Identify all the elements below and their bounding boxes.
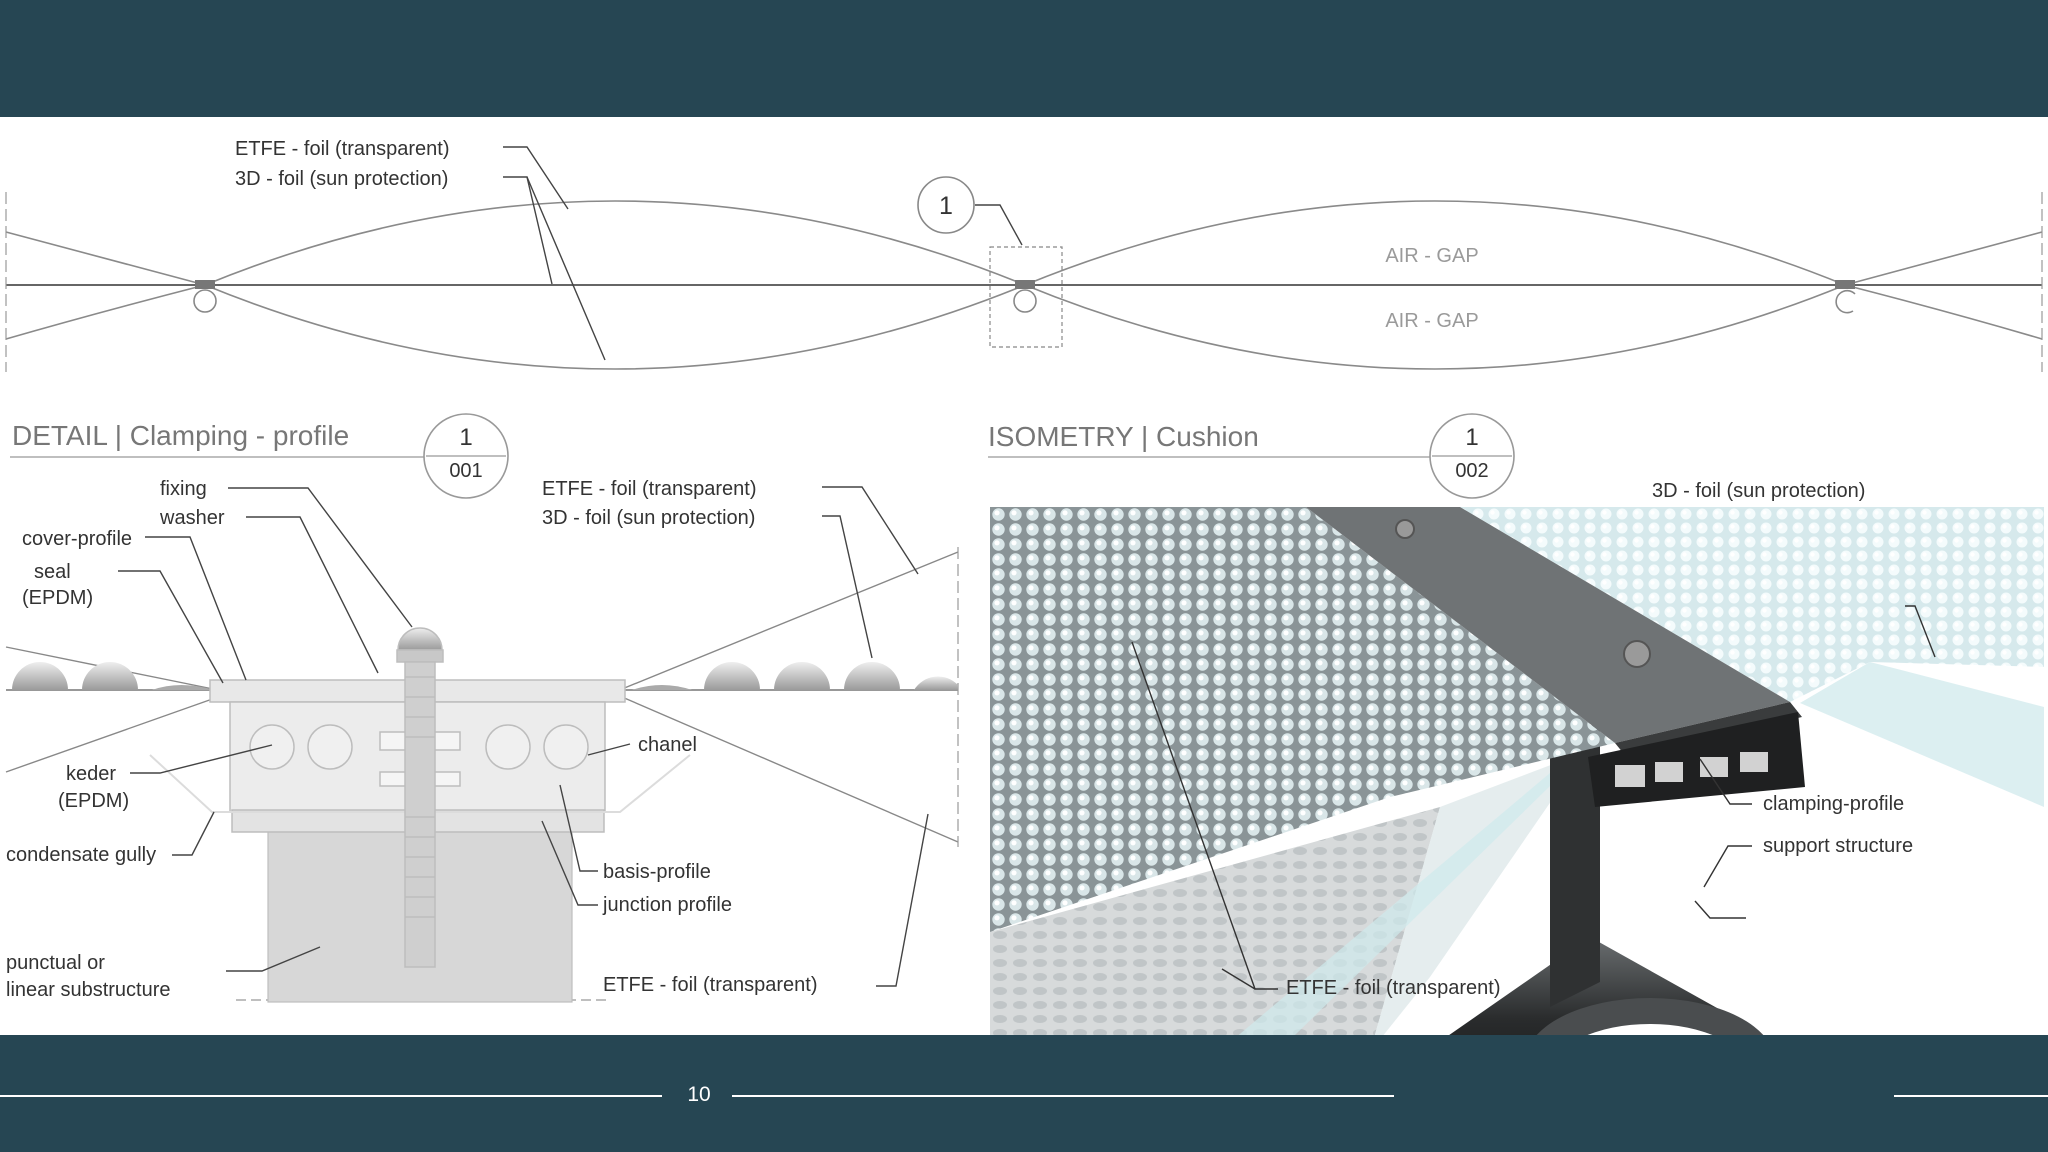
etfe-lower-right	[1800, 662, 2044, 807]
detail-crop-box	[989, 246, 1063, 348]
footer-bar	[0, 1035, 2048, 1152]
foil-3d-upper-left	[990, 507, 1615, 932]
clamping-profile-bar	[1306, 507, 1805, 807]
footer-divider-left	[0, 1095, 662, 1097]
label-etfe-foil: ETFE - foil (transparent)	[235, 138, 450, 160]
lower-foil-arc-right	[1024, 284, 1846, 370]
label-fixing: fixing	[160, 478, 207, 500]
isometry-title: ISOMETRY | Cushion	[988, 421, 1259, 452]
label-basis-profile: basis-profile	[603, 861, 711, 883]
detail-callout-top: 1	[459, 424, 472, 451]
cushion-diagram: ETFE - foil (transparent) 3D - foil (sun…	[5, 138, 2044, 1035]
detail-title: DETAIL | Clamping - profile	[12, 420, 349, 451]
upper-foil-arc-right	[1024, 200, 1846, 286]
clamp-node-right	[1835, 280, 1856, 314]
isometry-render	[990, 507, 2044, 1035]
section-view: ETFE - foil (transparent) 3D - foil (sun…	[5, 138, 2043, 372]
label-seal: seal	[34, 561, 71, 583]
support-tube	[1449, 719, 1764, 1035]
page-number: 10	[687, 1083, 711, 1106]
label-washer: washer	[159, 507, 225, 529]
label-iso-3d-foil: 3D - foil (sun protection)	[1652, 480, 1865, 502]
slide-content: ETFE - foil (transparent) 3D - foil (sun…	[0, 117, 2048, 1035]
label-detail-3d-foil: 3D - foil (sun protection)	[542, 507, 755, 529]
callout-number: 1	[939, 192, 953, 220]
label-cover-profile: cover-profile	[22, 528, 132, 550]
label-junction-profile: junction profile	[602, 894, 732, 916]
label-detail-etfe: ETFE - foil (transparent)	[542, 478, 757, 500]
air-gap-upper: AIR - GAP	[1385, 245, 1478, 267]
detail-leader-lines	[118, 486, 929, 987]
isometry-leader-lines	[1131, 641, 1752, 990]
detail-foil-domes	[12, 662, 958, 690]
isometry-cushion: ISOMETRY | Cushion 1 002	[988, 413, 2044, 1035]
foil-3d-upper-right	[1460, 507, 2044, 702]
washer-shape	[396, 649, 444, 663]
label-substructure-2: linear substructure	[6, 979, 171, 1001]
upper-foil-arc-left	[204, 200, 1026, 286]
label-3d-foil: 3D - foil (sun protection)	[235, 168, 448, 190]
clamp-node-left	[193, 280, 217, 313]
isometry-callout-bottom: 002	[1455, 460, 1488, 482]
label-detail-etfe-bottom: ETFE - foil (transparent)	[603, 974, 818, 996]
callout-circle-1	[917, 176, 975, 234]
label-clamping-profile: clamping-profile	[1763, 793, 1904, 815]
label-keder: keder	[66, 763, 116, 785]
fixing-bolt-head	[397, 627, 443, 651]
header-bar	[0, 0, 2048, 117]
label-substructure-1: punctual or	[6, 952, 105, 974]
detail-clamping-profile: DETAIL | Clamping - profile 1 001	[5, 413, 959, 1003]
isometry-callout-top: 1	[1465, 424, 1478, 451]
fixing-bolt-shaft	[404, 661, 436, 968]
footer-divider-edge	[1894, 1095, 2048, 1097]
clamp-node-center	[989, 246, 1063, 348]
footer-divider-right	[732, 1095, 1394, 1097]
lower-foil-arc-left	[204, 284, 1026, 370]
label-chanel: chanel	[638, 734, 697, 756]
label-condensate-gully: condensate gully	[6, 844, 156, 866]
label-seal-epdm: (EPDM)	[22, 587, 93, 609]
label-keder-epdm: (EPDM)	[58, 790, 129, 812]
clamping-profile-section	[149, 627, 691, 968]
label-support-structure: support structure	[1763, 835, 1913, 857]
detail-callout-bottom: 001	[449, 460, 482, 482]
air-gap-lower: AIR - GAP	[1385, 310, 1478, 332]
label-iso-etfe: ETFE - foil (transparent)	[1286, 977, 1501, 999]
